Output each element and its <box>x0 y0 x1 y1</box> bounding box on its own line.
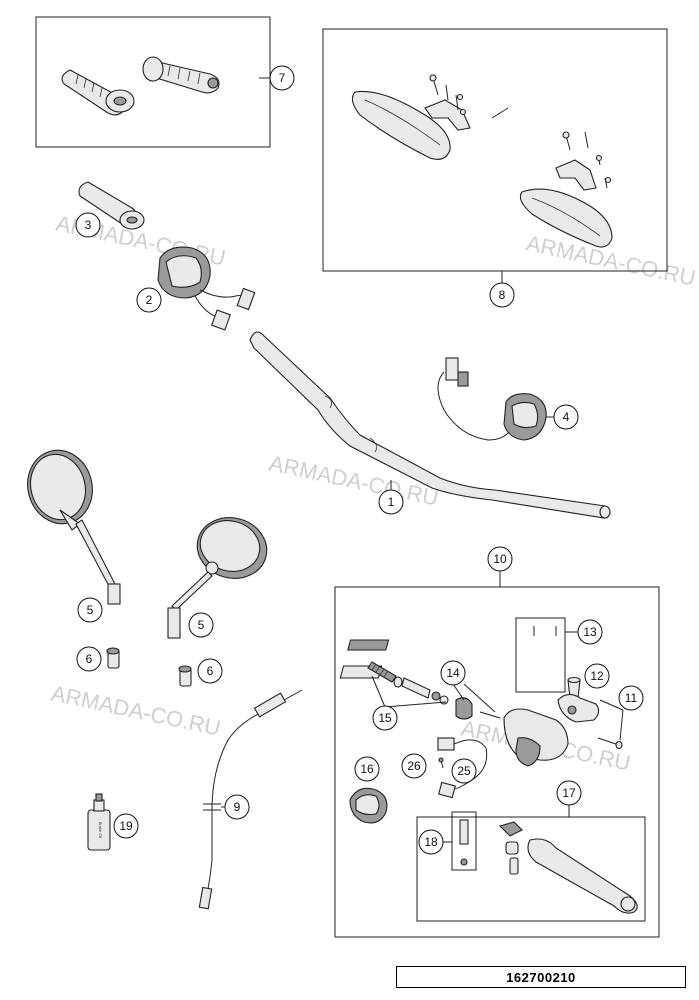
clamp-illustration <box>349 787 388 824</box>
callout-15-label: 15 <box>378 711 392 725</box>
brake-oil-bottle-illustration: Brake Oil <box>87 793 111 851</box>
callout-17: 17 <box>556 780 582 806</box>
callout-15: 15 <box>372 705 398 731</box>
throttle-tube-illustration <box>78 181 145 230</box>
callout-26: 26 <box>401 753 427 779</box>
callout-1: 1 <box>378 489 404 515</box>
callout-11: 11 <box>618 685 644 711</box>
callout-12-label: 12 <box>590 669 604 683</box>
watermark-text: ARMADA-CO.RU <box>49 680 223 740</box>
callout-2: 2 <box>136 287 162 313</box>
mirror-left-illustration <box>27 449 121 605</box>
callout-18: 18 <box>418 829 444 855</box>
brake-oil-bottle-label: Brake Oil <box>98 822 103 839</box>
callout-9-label: 9 <box>234 800 241 814</box>
reservoir-cover-box <box>515 617 566 693</box>
lever-pin-box <box>451 811 477 871</box>
master-cylinder-body-illustration <box>503 693 600 767</box>
callout-8-label: 8 <box>499 288 506 302</box>
callout-12: 12 <box>584 663 610 689</box>
callout-10-label: 10 <box>493 552 507 566</box>
piston-kit-illustration <box>367 661 449 705</box>
callout-25: 25 <box>451 758 477 784</box>
switch-screw-illustration <box>438 757 444 769</box>
callout-6a-label: 6 <box>86 652 93 666</box>
dust-boot-illustration <box>455 697 501 720</box>
callout-13: 13 <box>577 619 603 645</box>
watermark-text: ARMADA-CO.RU <box>267 450 441 510</box>
diagram-code-box: 162700210 <box>396 966 686 988</box>
callout-4: 4 <box>553 404 579 430</box>
mirror-adapter-right-illustration <box>178 665 192 687</box>
handlebar-illustration <box>249 331 611 519</box>
callout-5b: 5 <box>188 612 214 638</box>
clamp-screw-illustration <box>597 737 623 750</box>
callout-7-label: 7 <box>279 71 286 85</box>
callout-16: 16 <box>354 756 380 782</box>
callout-2-label: 2 <box>146 293 153 307</box>
handguard-group-box <box>322 28 668 272</box>
callout-8: 8 <box>489 282 515 308</box>
callout-3: 3 <box>75 212 101 238</box>
callout-16-label: 16 <box>360 762 374 776</box>
callout-19: 19 <box>113 813 139 839</box>
callout-14: 14 <box>440 660 466 686</box>
brake-switch-illustration <box>437 737 488 799</box>
callout-4-label: 4 <box>563 410 570 424</box>
callout-6a: 6 <box>76 646 102 672</box>
callout-5b-label: 5 <box>198 618 205 632</box>
handguard-left-illustration <box>351 74 509 160</box>
callout-1-label: 1 <box>388 495 395 509</box>
callout-18-label: 18 <box>424 835 438 849</box>
left-switch-illustration <box>157 246 256 331</box>
grip-right-illustration <box>142 56 220 94</box>
master-cylinder-group-box <box>334 586 660 938</box>
right-switch-illustration <box>437 357 547 441</box>
callout-3-label: 3 <box>85 218 92 232</box>
callout-5a: 5 <box>77 597 103 623</box>
callout-14-label: 14 <box>446 666 460 680</box>
throttle-cable-illustration <box>198 689 303 910</box>
callout-9: 9 <box>224 794 250 820</box>
brake-lever-illustration <box>498 821 638 914</box>
callout-13-label: 13 <box>583 625 597 639</box>
callout-11-label: 11 <box>625 691 638 705</box>
lever-group-box <box>416 816 646 922</box>
callout-26-label: 26 <box>407 759 421 773</box>
mirror-adapter-left-illustration <box>106 647 120 669</box>
callout-6b-label: 6 <box>207 664 214 678</box>
callout-7: 7 <box>269 65 295 91</box>
diagram-code: 162700210 <box>506 969 576 985</box>
handguard-right-illustration <box>519 131 613 248</box>
lever-pin-illustration <box>459 819 469 866</box>
callout-25-label: 25 <box>457 764 471 778</box>
grip-left-illustration <box>61 69 135 116</box>
callout-10: 10 <box>487 546 513 572</box>
mirror-right-illustration <box>167 517 268 639</box>
callout-6b: 6 <box>197 658 223 684</box>
callout-19-label: 19 <box>119 819 133 833</box>
callout-5a-label: 5 <box>87 603 94 617</box>
grips-group-box <box>35 16 271 148</box>
callout-17-label: 17 <box>562 786 576 800</box>
